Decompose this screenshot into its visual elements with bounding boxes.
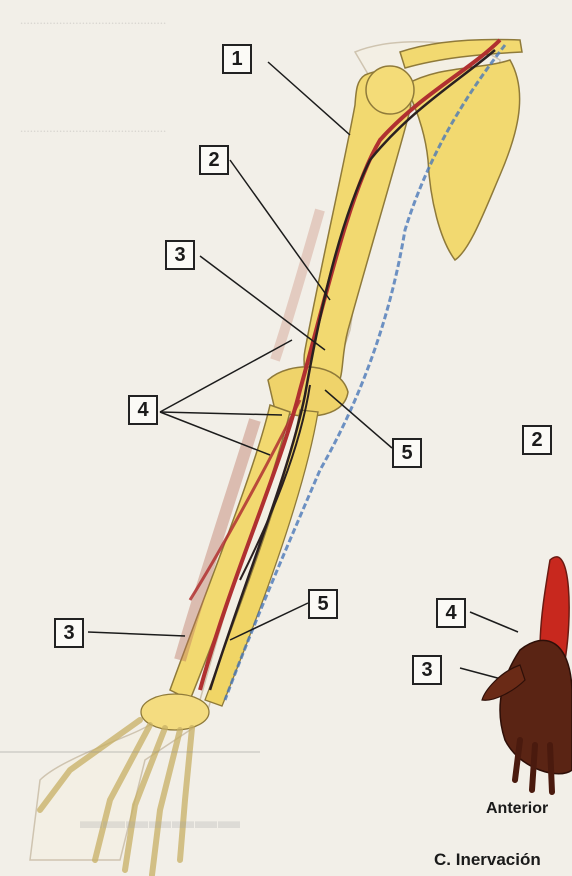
view-caption: Anterior [486, 800, 548, 818]
label-5-lower: 5 [308, 589, 338, 619]
watermark: ▬▬▬▬▬▬▬ [80, 808, 241, 834]
humeral-head [366, 66, 414, 114]
bleed-text: ........................................… [20, 120, 166, 136]
label-3-right: 3 [412, 655, 442, 685]
label-1: 1 [222, 44, 252, 74]
label-3: 3 [165, 240, 195, 270]
label-5: 5 [392, 438, 422, 468]
label-3-lower: 3 [54, 618, 84, 648]
section-caption: C. Inervación [434, 850, 541, 870]
label-4-right: 4 [436, 598, 466, 628]
label-2: 2 [199, 145, 229, 175]
bleed-text: ........................................… [20, 12, 166, 28]
label-2-right: 2 [522, 425, 552, 455]
label-4: 4 [128, 395, 158, 425]
